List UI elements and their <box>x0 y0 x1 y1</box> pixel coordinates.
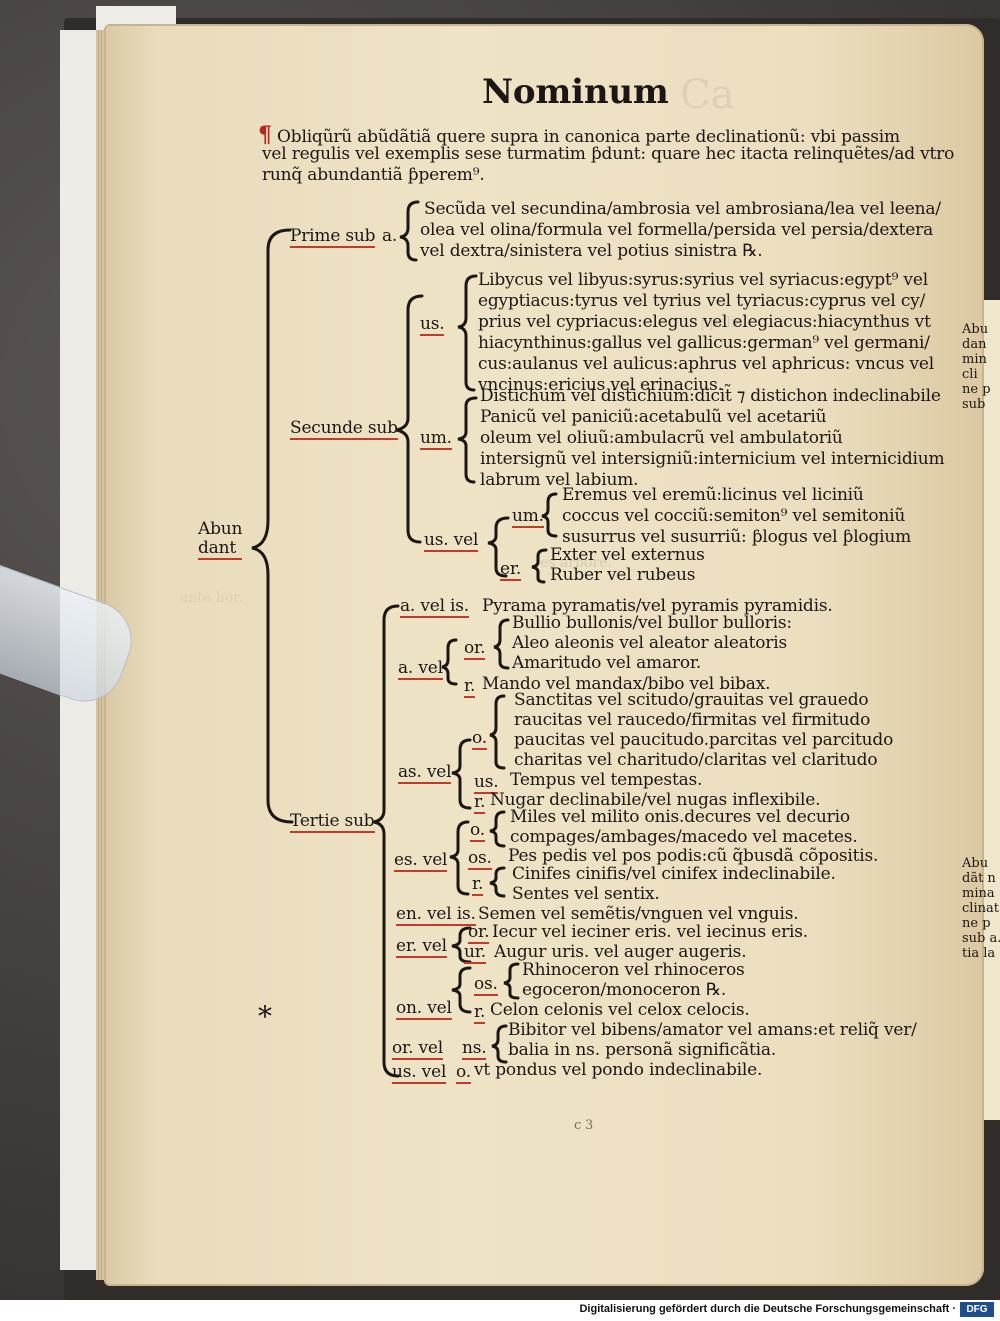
margin-fragment: ne p <box>962 916 1000 931</box>
as-vel-o-tag: o. <box>472 728 487 750</box>
intro-line-2: vel regulis vel exemplis sese turmatim ƥ… <box>262 144 954 164</box>
margin-fragment: Abu <box>962 322 991 337</box>
on-vel-tag: on. vel <box>396 998 452 1020</box>
on-vel-os-tag: os. <box>474 974 498 996</box>
margin-fragment: ne p <box>962 382 991 397</box>
us-vel-tertia-tag: us. vel <box>392 1062 446 1084</box>
as-vel-r-tag: r. <box>474 792 485 814</box>
margin-fragment: dan <box>962 337 991 352</box>
margin-fragment: dãt n <box>962 871 1000 886</box>
us-vel-o-tag: o. <box>456 1062 471 1084</box>
root-label-line-2: dant <box>198 538 236 558</box>
us-vel-um-line: susurrus vel susurriũ: ƥlogus vel ƥlogi… <box>562 527 911 547</box>
es-vel-os-tag: os. <box>468 848 492 870</box>
er-vel-or-line: Iecur vel ieciner eris. vel iecinus eris… <box>492 922 808 942</box>
secunde-us-line: egyptiacus:tyrus vel tyrius vel tyriacus… <box>478 291 925 311</box>
margin-fragment: sub <box>962 397 991 412</box>
footer-credit: Digitalisierung gefördert durch die Deut… <box>579 1303 956 1315</box>
es-vel-os-line: Pes pedis vel pos podis:cũ q̃busdã cõ… <box>508 846 878 866</box>
signature-mark: c 3 <box>574 1118 593 1133</box>
margin-fragment: Abu <box>962 856 1000 871</box>
margin-fragment: tia la <box>962 946 1000 961</box>
secunde-um-line: intersignũ vel intersigniũ:internicium… <box>480 449 944 469</box>
margin-fragment: cli <box>962 367 991 382</box>
prime-line: vel dextra/sinistera vel potius sinistra… <box>420 241 762 261</box>
us-vel-um-line: coccus vel cocciũ:semiton⁹ vel semitoni… <box>562 506 905 526</box>
dfg-logo: DFG <box>960 1302 994 1317</box>
as-vel-us-line: Tempus vel tempestas. <box>510 770 702 790</box>
margin-fragment: mina <box>962 886 1000 901</box>
um-tag: um. <box>420 428 452 450</box>
margin-fragment: clinat <box>962 901 1000 916</box>
on-vel-r-tag: r. <box>474 1002 485 1024</box>
es-vel-o-line: compages/ambages/macedo vel macetes. <box>510 827 857 847</box>
a-vel-or-tag: or. <box>464 638 485 660</box>
as-vel-tag: as. vel <box>398 762 451 784</box>
as-vel-o-line: Sanctitas vel scitudo/grauitas vel graue… <box>514 690 868 710</box>
on-vel-r-line: Celon celonis vel celox celocis. <box>490 1000 750 1020</box>
us-vel-o-line: vt pondus vel pondo indeclinabile. <box>474 1060 762 1080</box>
margin-fragment: sub a. <box>962 931 1000 946</box>
asterisk-mark: * <box>258 1000 272 1033</box>
or-vel-ns-tag: ns. <box>462 1038 486 1060</box>
a-vel-or-line: Aleo aleonis vel aleator aleatoris <box>512 633 787 653</box>
tertie-sub-label: Tertie sub <box>290 811 375 833</box>
er-vel-tag: er. vel <box>396 936 447 958</box>
as-vel-o-line: charitas vel charitudo/claritas vel clar… <box>514 750 877 770</box>
en-vel-is-line: Semen vel semẽtis/vnguen vel vnguis. <box>478 904 798 924</box>
es-vel-o-tag: o. <box>470 820 485 842</box>
er-vel-or-tag: or. <box>468 922 489 944</box>
facing-page-margin-top: Abu dan min cli ne p sub <box>962 322 991 412</box>
us-vel-um-line: Eremus vel eremũ:licinus vel liciniũ <box>562 485 864 505</box>
secunde-us-line: cus:aulanus vel aulicus:aphrus vel aphri… <box>478 354 934 374</box>
or-vel-ns-line: Bibitor vel bibens/amator vel amans:et r… <box>508 1020 917 1040</box>
secunde-um-line: Distichum vel distichium:dicit̃ ⁊ distic… <box>480 386 941 406</box>
secunde-us-line: prius vel cypriacus:elegus vel elegiacus… <box>478 312 931 332</box>
es-vel-r-tag: r. <box>472 874 483 896</box>
a-vel-or-line: Amaritudo vel amaror. <box>512 653 701 673</box>
secunde-us-line: Libycus vel libyus:syrus:syrius vel syri… <box>478 270 928 290</box>
page-title: Nominum <box>482 72 669 112</box>
us-vel-er-line: Exter vel externus <box>550 545 705 565</box>
a-vel-tag: a. vel <box>398 658 443 680</box>
secunde-sub-label: Secunde sub <box>290 418 398 440</box>
es-vel-tag: es. vel <box>394 850 447 872</box>
root-label: Abun dant <box>198 520 242 560</box>
as-vel-o-line: raucitas vel raucedo/firmitas vel firmit… <box>514 710 870 730</box>
prime-sub-tag: a. <box>382 226 397 246</box>
or-vel-tag: or. vel <box>392 1038 443 1060</box>
secunde-us-line: hiacynthinus:gallus vel gallicus:german⁹… <box>478 333 930 353</box>
es-vel-o-line: Miles vel milito onis.decures vel decuri… <box>510 807 850 827</box>
en-vel-is-tag: en. vel is. <box>396 904 476 926</box>
es-vel-r-line: Cinifes cinifis/vel cinifex indeclinabil… <box>512 864 836 884</box>
a-vel-r-tag: r. <box>464 676 475 698</box>
on-vel-os-line: egoceron/monoceron ℞. <box>522 980 726 1000</box>
secunde-um-line: Panicũ vel paniciũ:acetabulũ vel acet… <box>480 407 826 427</box>
prime-line: olea vel olina/formula vel formella/pers… <box>420 220 933 240</box>
facing-page-margin-bottom: Abu dãt n mina clinat ne p sub a. tia l… <box>962 856 1000 961</box>
on-vel-os-line: Rhinoceron vel rhinoceros <box>522 960 745 980</box>
er-vel-ur-tag: ur. <box>464 942 486 964</box>
footer-bar: Digitalisierung gefördert durch die Deut… <box>0 1300 1000 1321</box>
margin-fragment: min <box>962 352 991 367</box>
er-sub-tag: er. <box>500 559 521 581</box>
as-vel-o-line: paucitas vel paucitudo.parcitas vel parc… <box>514 730 893 750</box>
prime-line: Secũda vel secundina/ambrosia vel ambro… <box>424 199 941 219</box>
us-vel-er-line: Ruber vel rubeus <box>550 565 695 585</box>
us-vel-tag: us. vel <box>424 530 478 552</box>
er-vel-ur-line: Augur uris. vel auger augeris. <box>494 942 746 962</box>
prime-sub-label: Prime sub <box>290 226 375 248</box>
us-tag: us. <box>420 314 444 336</box>
um-sub-tag: um. <box>512 506 544 528</box>
a-vel-or-line: Bullio bullonis/vel bullor bulloris: <box>512 613 792 633</box>
a-vel-is-tag: a. vel is. <box>400 596 469 618</box>
or-vel-ns-line: balia in ns. personã significãtia. <box>508 1040 776 1060</box>
es-vel-r-line: Sentes vel sentix. <box>512 884 660 904</box>
root-label-line-1: Abun <box>198 519 242 539</box>
secunde-um-line: oleum vel oliuũ:ambulacrũ vel ambulato… <box>480 428 843 448</box>
intro-line-3: runq̃ abundantiã ƥperem⁹. <box>262 165 485 185</box>
